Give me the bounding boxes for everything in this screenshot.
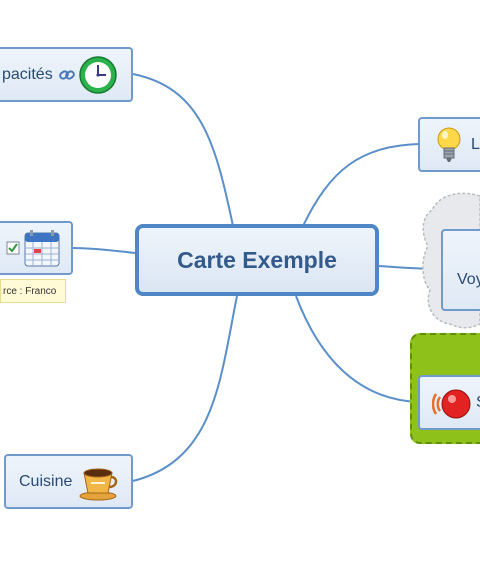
task-check-icon [6,241,20,255]
connector-stop [295,295,420,403]
central-topic-label: Carte Exemple [177,246,337,273]
alarm-icon [432,386,472,420]
topic-stop-label: S [476,394,480,412]
topic-idee-label: L [471,135,480,153]
connector-capacites [132,73,234,227]
calendar-note: rce : Franco [0,279,66,303]
topic-idee[interactable]: L [418,117,480,172]
link-icon[interactable] [58,69,75,81]
topic-voyage-label: Voy [457,271,480,288]
connector-cuisine [132,295,238,482]
coffee-cup-icon [78,463,118,501]
topic-capacites-label: pacités [2,65,53,83]
topic-stop[interactable]: S [418,375,480,430]
central-topic[interactable]: Carte Exemple [135,224,379,296]
calendar-note-text: rce : Franco [3,285,57,297]
clock-icon [78,55,117,94]
lightbulb-icon [436,126,462,164]
topic-cuisine[interactable]: Cuisine [4,454,133,509]
topic-voyage[interactable]: Voy [441,229,480,311]
topic-calendar[interactable] [0,221,73,275]
topic-capacites[interactable]: pacités [0,47,133,102]
connector-idee [302,143,420,227]
connector-calendar [71,247,136,254]
topic-cuisine-label: Cuisine [19,472,73,490]
calendar-icon [24,229,60,267]
